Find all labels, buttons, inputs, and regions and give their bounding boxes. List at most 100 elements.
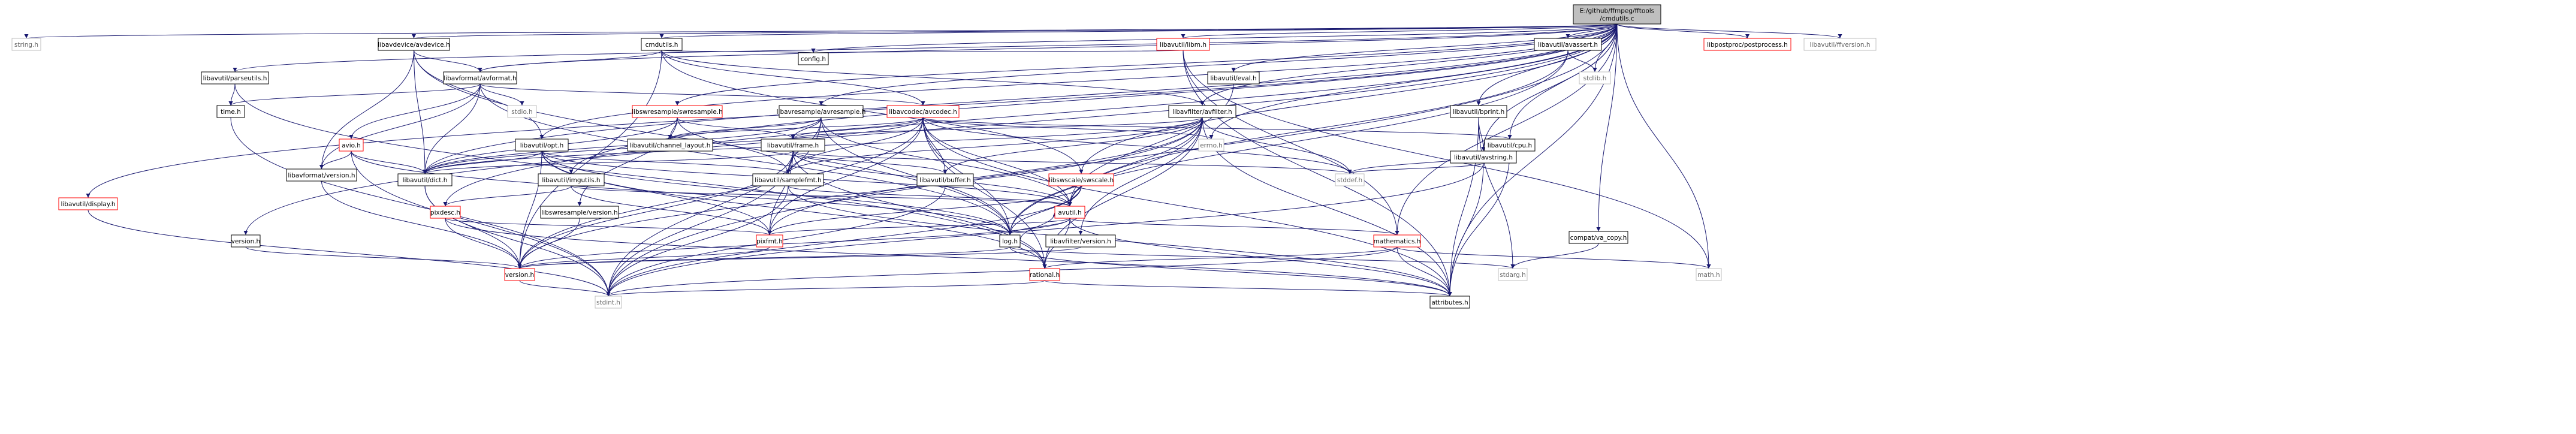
node-rational[interactable]: rational.h [1029,268,1060,281]
edge-avutil-to-attributes [1069,218,1452,297]
node-label-swresample_h: libswresample/swresample.h [632,108,723,116]
node-avresample[interactable]: libavresample/avresample.h [777,105,866,118]
node-label-mathematics: mathematics.h [1374,238,1421,245]
node-buffer[interactable]: libavutil/buffer.h [916,173,974,186]
node-box-avstring [1450,150,1517,164]
node-box-lavf_version [286,168,357,182]
edge-log-to-stdarg [1009,246,1515,269]
edge-root-to-opt [539,23,1618,140]
edge-avformat-to-lavf_version [319,83,481,170]
node-display[interactable]: libavutil/display.h [58,197,118,210]
edge-root-to-stdint [606,23,1618,297]
edge-display-to-stdint [88,209,611,297]
node-config[interactable]: config.h [798,52,829,65]
node-box-log [999,234,1021,248]
node-box-version_lc [231,234,261,248]
node-box-lavfi_version [1045,234,1116,248]
node-avassert[interactable]: libavutil/avassert.h [1534,38,1602,51]
node-root[interactable]: E:/github/ffmpeg/fftools/cmdutils.c [1573,4,1661,25]
node-cpu[interactable]: libavutil/cpu.h [1484,138,1536,152]
node-box-pixdesc [430,206,461,219]
node-swresample_h[interactable]: libswresample/swresample.h [632,105,723,118]
node-channel_layout[interactable]: libavutil/channel_layout.h [627,138,713,152]
node-label-swscale: libswscale/swscale.h [1049,177,1114,184]
node-errno: errno.h [1198,138,1224,152]
node-libm[interactable]: libavutil/libm.h [1156,38,1210,51]
edge-libm-to-config [812,48,1184,53]
node-box-time [216,105,245,118]
node-box-stdarg [1498,268,1528,281]
node-lavfi_version[interactable]: libavfilter/version.h [1045,234,1116,248]
node-samplefmt[interactable]: libavutil/samplefmt.h [752,173,824,186]
node-frame[interactable]: libavutil/frame.h [761,138,825,152]
edge-avdevice-to-opt [414,50,544,140]
edge-avformat-to-dict [423,83,481,174]
node-time[interactable]: time.h [216,105,245,118]
edge-avstring-to-stddef [1347,162,1484,174]
node-attributes[interactable]: attributes.h [1429,296,1470,309]
node-avformat[interactable]: libavformat/avformat.h [443,71,517,85]
edge-root-to-pixdesc [443,23,1618,207]
edge-cmdutils_h-to-config [661,48,815,53]
node-box-config [798,52,829,65]
node-label-display: libavutil/display.h [61,201,115,208]
node-ffversion: libavutil/ffversion.h [1803,38,1877,51]
edge-swscale-to-log [1008,185,1082,236]
node-avfilter[interactable]: libavfilter/avfilter.h [1168,105,1236,118]
node-version_h[interactable]: version.h [504,268,535,281]
node-box-display [58,197,118,210]
node-dict[interactable]: libavutil/dict.h [397,173,453,186]
node-log[interactable]: log.h [999,234,1021,248]
edge-avdevice-to-dict [414,50,427,174]
edge-bprint-to-stdarg [1478,117,1515,269]
edge-avcodec-to-pixfmt [767,117,924,236]
node-label-channel_layout: libavutil/channel_layout.h [630,142,711,149]
edge-avfilter-to-lavfi_version [1078,117,1203,236]
edge-frame-to-version_h [517,150,794,269]
node-box-parseutils [201,71,269,85]
node-label-avcodec: libavcodec/avcodec.h [889,108,957,116]
node-label-avformat: libavformat/avformat.h [444,75,516,82]
edge-imgutils-to-avutil [571,185,1072,207]
edge-compat_va_copy-to-stdarg [1510,243,1599,269]
node-math: math.h [1696,268,1722,281]
node-mathematics[interactable]: mathematics.h [1373,234,1421,248]
node-imgutils[interactable]: libavutil/imgutils.h [538,173,605,186]
node-box-imgutils [538,173,605,186]
node-label-imgutils: libavutil/imgutils.h [542,177,600,184]
edge-libm-to-attributes [1183,50,1452,297]
node-opt[interactable]: libavutil/opt.h [515,138,569,152]
edge-root-to-avfilter [1200,23,1618,106]
node-bprint[interactable]: libavutil/bprint.h [1450,105,1507,118]
node-swscale[interactable]: libswscale/swscale.h [1048,173,1114,186]
edge-root-to-ffversion [1616,23,1842,39]
node-label-samplefmt: libavutil/samplefmt.h [755,177,822,184]
node-lavf_version[interactable]: libavformat/version.h [286,168,357,182]
node-avutil[interactable]: avutil.h [1054,206,1085,219]
node-postprocess[interactable]: libpostproc/postprocess.h [1703,38,1791,51]
node-version_lc[interactable]: version.h [231,234,261,248]
node-avstring[interactable]: libavutil/avstring.h [1450,150,1517,164]
edge-avstring-to-attributes [1447,162,1484,297]
node-compat_va_copy[interactable]: compat/va_copy.h [1568,231,1628,244]
node-pixfmt[interactable]: pixfmt.h [756,234,783,248]
node-box-avfilter [1168,105,1236,118]
node-box-dict [397,173,453,186]
edge-pixdesc-to-attributes [445,218,1452,297]
node-cmdutils_h[interactable]: cmdutils.h [641,38,683,51]
node-swr_version[interactable]: libswresample/version.h [540,206,619,219]
node-label-time: time.h [221,108,241,116]
node-avcodec[interactable]: libavcodec/avcodec.h [886,105,960,118]
node-label-avutil: avutil.h [1058,209,1081,216]
node-avdevice[interactable]: libavdevice/avdevice.h [378,38,450,51]
node-eval[interactable]: libavutil/eval.h [1207,71,1260,85]
node-avio[interactable]: avio.h [339,138,364,152]
edge-avdevice-to-avformat [414,50,482,73]
edge-avformat-to-time [228,83,481,106]
edge-swresample_h-to-samplefmt [677,117,791,174]
edge-avcodec-to-channel_layout [668,117,924,140]
node-box-stdint [595,296,622,309]
node-pixdesc[interactable]: pixdesc.h [430,206,461,219]
node-box-compat_va_copy [1568,231,1628,244]
node-parseutils[interactable]: libavutil/parseutils.h [201,71,269,85]
